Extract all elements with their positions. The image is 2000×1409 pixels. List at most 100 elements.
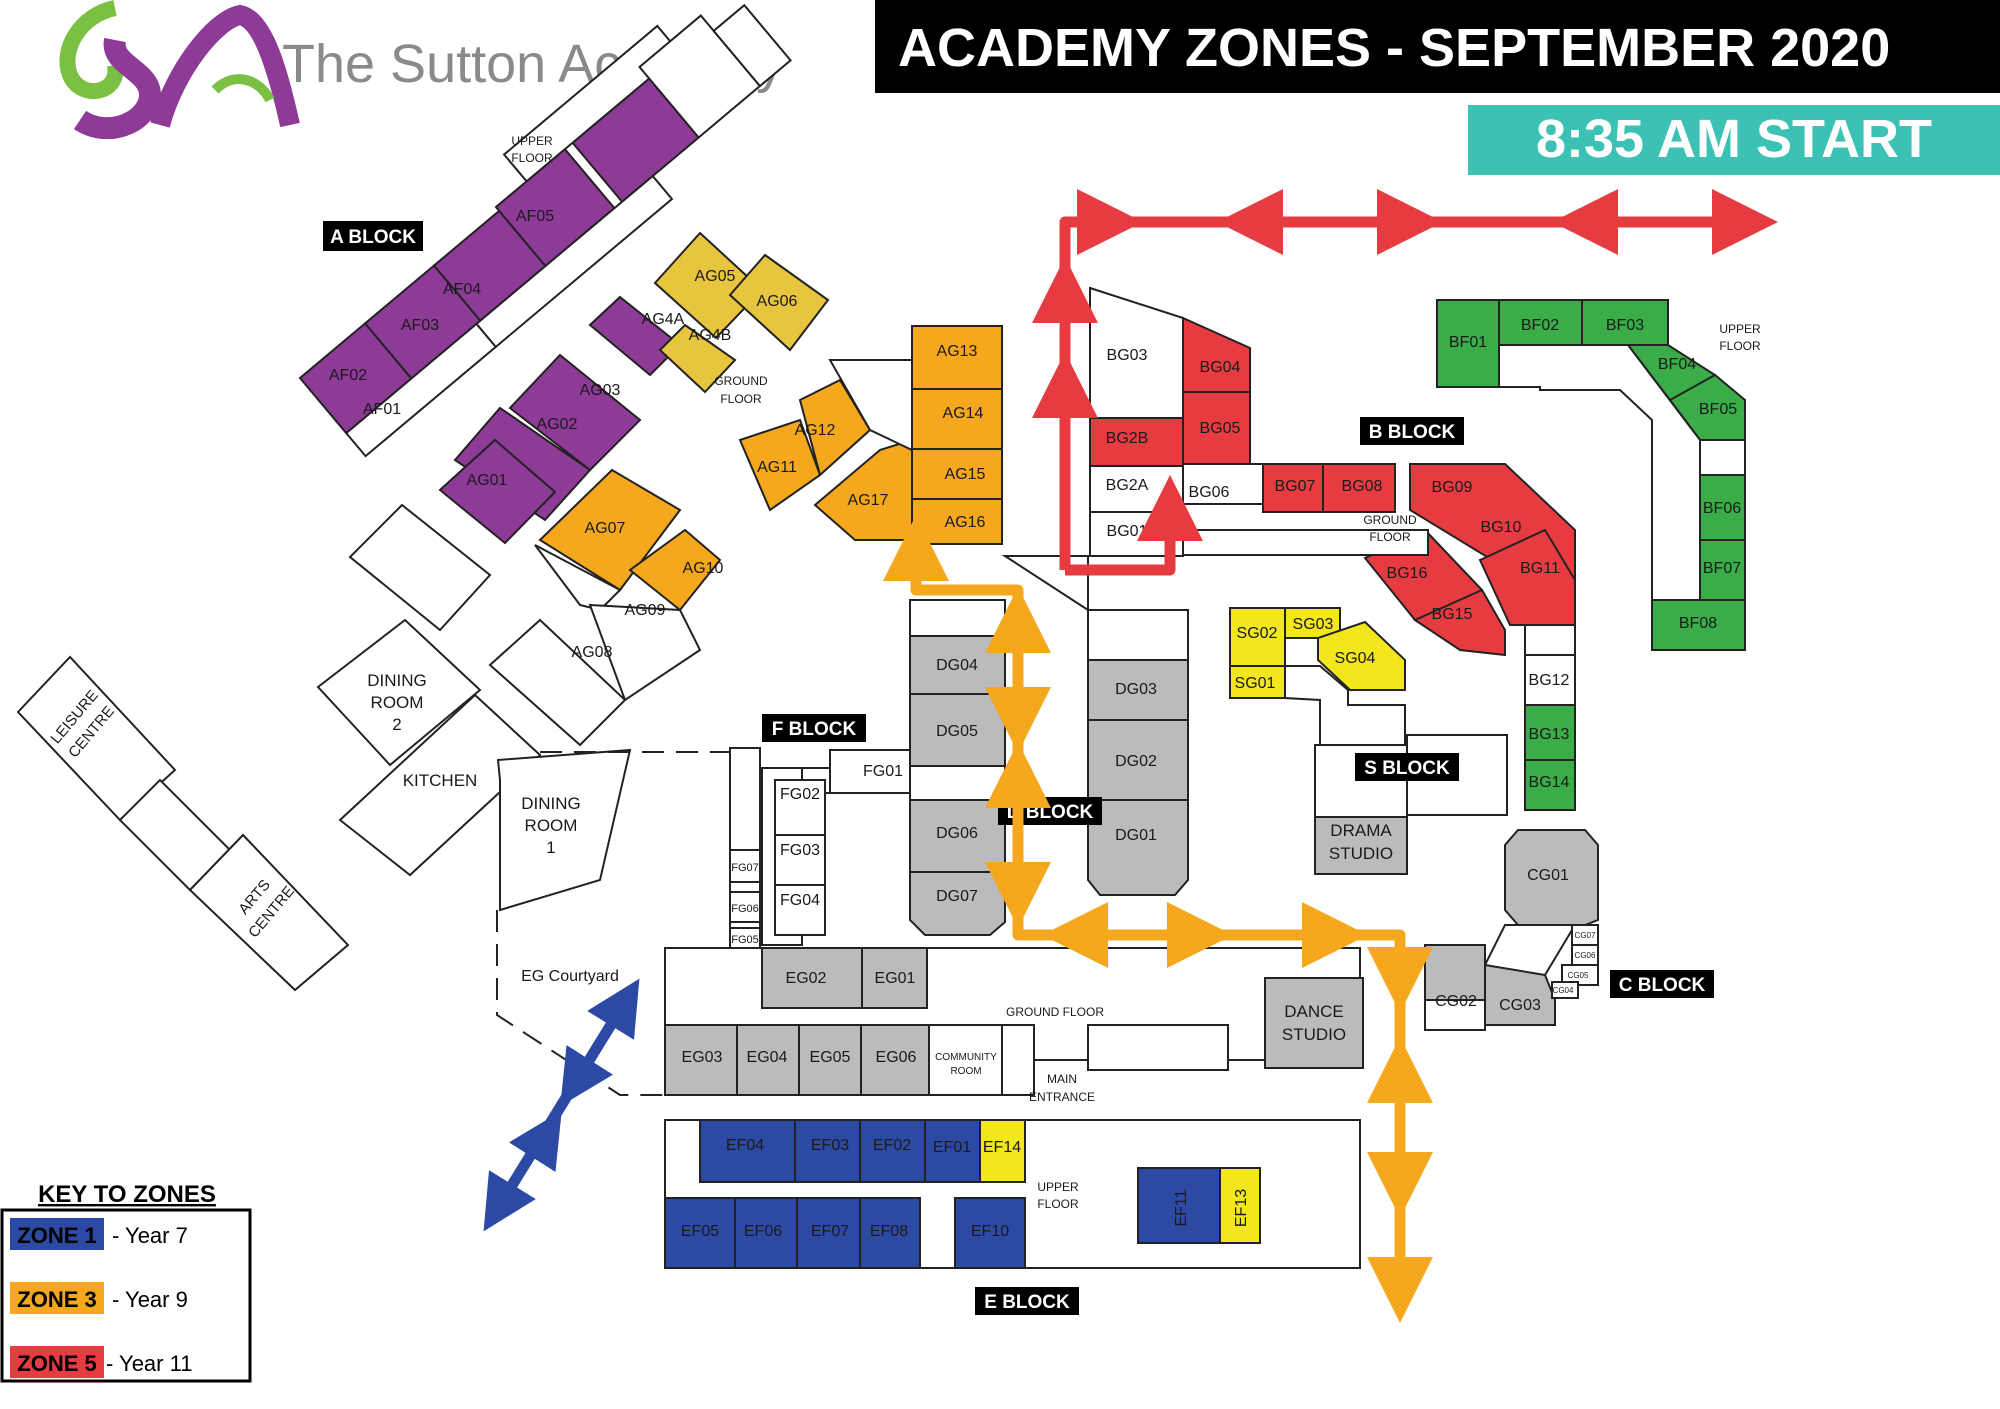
e-block-label: E BLOCK — [984, 1292, 1070, 1313]
room-FG03: FG03 — [780, 842, 820, 859]
room-FG02: FG02 — [780, 786, 820, 803]
f-block-tag — [762, 714, 866, 742]
room-EG02: EG02 — [786, 970, 827, 987]
room-EF10: EF10 — [971, 1223, 1009, 1240]
main-entrance-label-1: MAIN — [1047, 1072, 1077, 1086]
a-block-label: A BLOCK — [330, 227, 416, 248]
room-AG07: AG07 — [585, 520, 626, 537]
room-BG13: BG13 — [1529, 726, 1570, 743]
a-ground-floor-label-2: FLOOR — [720, 392, 762, 406]
room-DG04: DG04 — [936, 657, 978, 674]
room-BG08: BG08 — [1342, 478, 1383, 495]
room-AG4B: AG4B — [689, 327, 732, 344]
room-BG2B: BG2B — [1106, 430, 1149, 447]
a-upper-floor-label-1: UPPER — [511, 134, 553, 148]
key-zone-1-label: ZONE 1 — [17, 1223, 96, 1248]
room-EF14: EF14 — [983, 1139, 1021, 1156]
a-upper-floor-label-2: FLOOR — [511, 151, 553, 165]
d-block — [909, 555, 1189, 936]
room-AG11: AG11 — [757, 459, 797, 476]
f-block — [729, 747, 915, 949]
room-BG16: BG16 — [1387, 565, 1428, 582]
key-zone-5-swatch — [10, 1346, 104, 1378]
title-banner — [875, 0, 2000, 93]
e-upper-floor-label-1: UPPER — [1037, 1180, 1079, 1194]
room-EF02: EF02 — [873, 1137, 911, 1154]
room-AF05: AF05 — [516, 208, 554, 225]
room-AG16: AG16 — [945, 514, 986, 531]
e-block-ground-floor — [664, 947, 1364, 1096]
key-zone-3-swatch — [10, 1282, 104, 1314]
room-AG09: AG09 — [625, 602, 666, 619]
room-CG03: CG03 — [1499, 997, 1541, 1014]
room-BG11: BG11 — [1520, 560, 1560, 577]
room-DG06: DG06 — [936, 825, 978, 842]
dining-room-1-label-3: 1 — [546, 838, 555, 857]
room-SG03: SG03 — [1293, 616, 1334, 633]
school-logo — [59, 0, 300, 140]
room-BG14: BG14 — [1529, 774, 1570, 791]
room-CG01: CG01 — [1527, 867, 1569, 884]
e-block-tag — [975, 1287, 1079, 1315]
room-BG01: BG01 — [1107, 523, 1148, 540]
start-time-banner — [1468, 105, 2000, 175]
key-zone-1-swatch — [10, 1218, 104, 1250]
room-AF03: AF03 — [401, 317, 439, 334]
room-BG05: BG05 — [1200, 420, 1241, 437]
f-block-label: F BLOCK — [772, 719, 857, 740]
room-DG01: DG01 — [1115, 827, 1157, 844]
room-BF03: BF03 — [1606, 317, 1644, 334]
b-block-tag — [1360, 417, 1464, 445]
zone-5-route — [1032, 189, 1778, 576]
room-AG12: AG12 — [795, 422, 836, 439]
room-BG12: BG12 — [1529, 672, 1570, 689]
room-DG07: DG07 — [936, 888, 978, 905]
key-zone-5-label: ZONE 5 — [17, 1351, 96, 1376]
s-block-tag — [1355, 753, 1459, 781]
zone-1-route — [483, 978, 640, 1232]
key-title: KEY TO ZONES — [38, 1181, 216, 1208]
room-BF06: BF06 — [1703, 500, 1741, 517]
room-FG07: FG07 — [731, 862, 759, 874]
room-EF08: EF08 — [870, 1223, 908, 1240]
eg-courtyard-label: EG Courtyard — [521, 968, 619, 985]
room-AG03: AG03 — [580, 382, 621, 399]
b-block-upper-floor — [1436, 299, 1746, 651]
room-AG06: AG06 — [757, 293, 798, 310]
room-AG14: AG14 — [943, 405, 984, 422]
a-block-tag — [323, 221, 423, 251]
c-block — [1424, 829, 1599, 1031]
room-FG05: FG05 — [731, 934, 759, 946]
zone-key: KEY TO ZONES ZONE 1 - Year 7 ZONE 3 - Ye… — [0, 1181, 252, 1383]
community-room-label-2: ROOM — [950, 1066, 981, 1077]
room-FG04: FG04 — [780, 892, 820, 909]
e-block-upper-floor — [664, 1119, 1361, 1269]
key-zone-3-label: ZONE 3 — [17, 1287, 96, 1312]
room-AG05: AG05 — [695, 268, 736, 285]
room-SG01: SG01 — [1235, 675, 1276, 692]
room-BG07: BG07 — [1275, 478, 1316, 495]
room-BG09: BG09 — [1432, 479, 1473, 496]
room-CG02: CG02 — [1435, 993, 1477, 1010]
room-EG05: EG05 — [810, 1049, 851, 1066]
room-SG02: SG02 — [1237, 625, 1278, 642]
room-EF04: EF04 — [726, 1137, 764, 1154]
room-BG2A: BG2A — [1106, 477, 1149, 494]
room-EF07: EF07 — [811, 1223, 849, 1240]
room-CG07: CG07 — [1575, 931, 1596, 940]
room-SG04: SG04 — [1335, 650, 1376, 667]
kitchen-label: KITCHEN — [403, 771, 478, 790]
room-BF08: BF08 — [1679, 615, 1717, 632]
dining-room-1-label-1: DINING — [521, 794, 581, 813]
room-EG04: EG04 — [747, 1049, 788, 1066]
room-AG17: AG17 — [848, 492, 889, 509]
key-zone-5-year: - Year 11 — [106, 1351, 192, 1376]
room-FG06: FG06 — [731, 903, 759, 915]
room-AG01: AG01 — [467, 472, 508, 489]
dining-room-1-label-2: ROOM — [525, 816, 578, 835]
dance-studio-label-2: STUDIO — [1282, 1025, 1346, 1044]
room-BF02: BF02 — [1521, 317, 1559, 334]
room-BG03: BG03 — [1107, 347, 1148, 364]
b-upper-floor-label-2: FLOOR — [1719, 339, 1761, 353]
